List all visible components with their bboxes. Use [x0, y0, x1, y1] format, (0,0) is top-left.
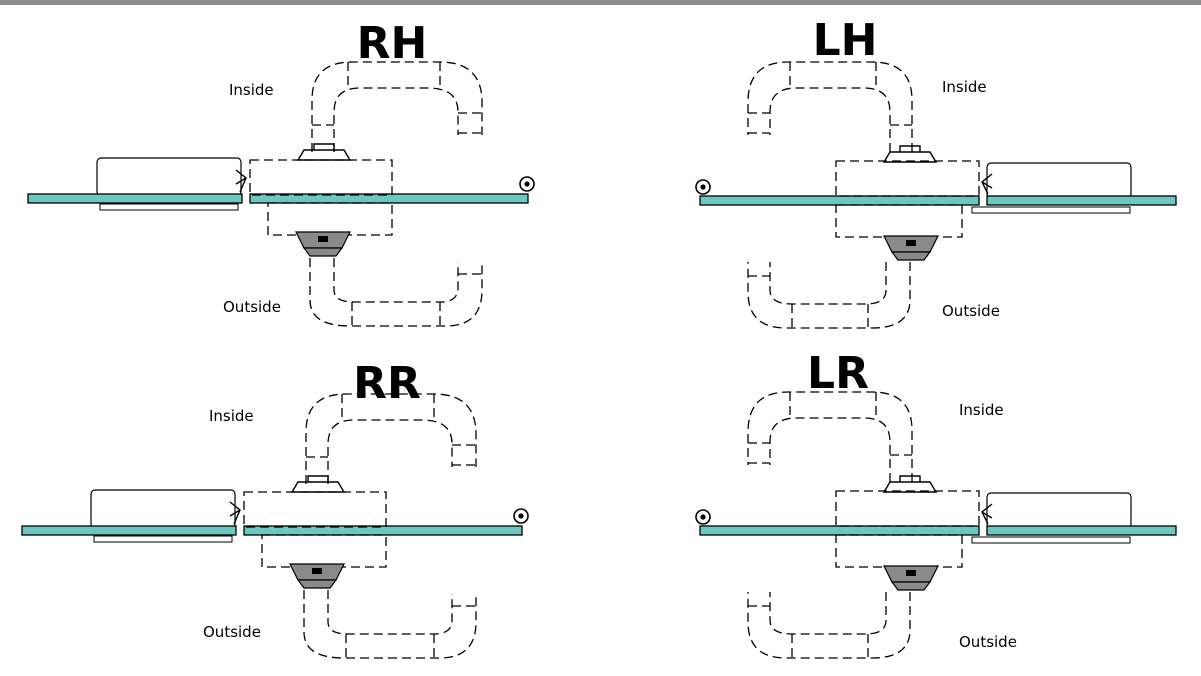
- diagram-rr: RR Inside Outside: [21, 358, 529, 659]
- title-lh: LH: [813, 15, 878, 66]
- diagram-lh: LH Inside Outside: [695, 15, 1177, 329]
- outside-label-rh: Outside: [223, 298, 281, 316]
- inside-label-lr: Inside: [959, 401, 1004, 419]
- title-rh: RH: [357, 18, 428, 69]
- outside-label-rr: Outside: [203, 623, 261, 641]
- inside-label-rh: Inside: [229, 81, 274, 99]
- inside-label-rr: Inside: [209, 407, 254, 425]
- title-rr: RR: [353, 358, 421, 409]
- outside-label-lr: Outside: [959, 633, 1017, 651]
- inside-label-lh: Inside: [942, 78, 987, 96]
- diagram-rh: RH Inside Outside: [27, 18, 535, 327]
- title-lr: LR: [807, 348, 869, 399]
- diagram-lr: LR Inside Outside: [695, 348, 1177, 659]
- outside-label-lh: Outside: [942, 302, 1000, 320]
- top-bar: [0, 0, 1201, 5]
